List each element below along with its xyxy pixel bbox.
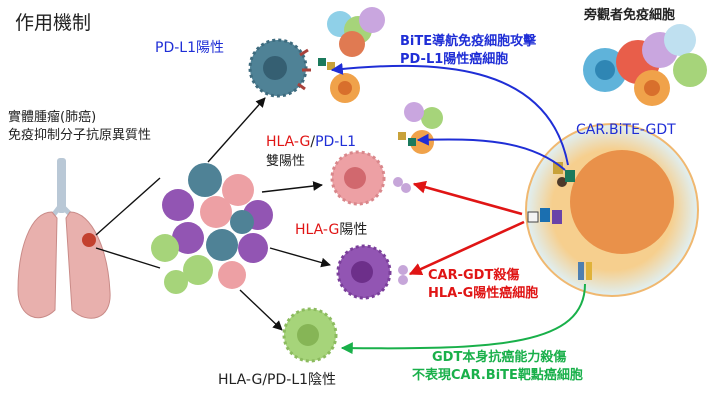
bite-immune-cells-icon — [318, 7, 385, 103]
hlag-positive-cell-icon — [336, 244, 408, 300]
double-negative-label: HLA-G/PD-L1陰性 — [218, 372, 337, 388]
page-title: 作用機制 — [15, 12, 92, 34]
gdt-arrow-negative — [340, 283, 586, 355]
pdl1-positive-label: PD-L1陽性 — [155, 40, 224, 56]
gdt-mechanism-line2: 不表現CAR.BiTE靶點癌細胞 — [412, 368, 583, 383]
arrow-to-negative-cell — [239, 289, 283, 331]
car-arrow-hlag — [408, 220, 525, 276]
dual-pdl1-text: PD-L1 — [315, 134, 357, 150]
car-bite-gdt-label: CAR.BiTE-GDT — [576, 122, 676, 138]
bite-mechanism-line1: BiTE導航免疫細胞攻擊 — [400, 34, 537, 49]
dual-hlag-text: HLA-G — [266, 134, 311, 150]
dual-positive-suffix: 雙陽性 — [266, 154, 306, 169]
hlag-text: HLA-G — [295, 222, 340, 238]
arrow-lung-to-mass-lower — [95, 247, 161, 269]
tumor-label-line1: 實體腫瘤(肺癌) — [8, 110, 97, 125]
car-bite-gdt-cell-icon — [525, 123, 699, 297]
dual-slash-text: / — [310, 134, 316, 150]
dual-positive-label: HLA-G/PD-L1 — [266, 134, 356, 151]
car-arrow-dual — [412, 180, 523, 216]
car-gdt-mechanism-line2: HLA-G陽性癌細胞 — [428, 286, 539, 301]
bystander-cells-icon — [583, 24, 707, 106]
tumor-dot-icon — [82, 233, 96, 247]
bystander-label: 旁觀者免疫細胞 — [584, 8, 676, 23]
arrow-lung-to-mass — [95, 177, 161, 236]
negative-cell-icon — [282, 307, 338, 363]
arrow-to-dual-cell — [261, 181, 323, 193]
bite-arrow-dual — [416, 133, 566, 171]
tumor-mass-icon — [151, 163, 273, 294]
hlag-positive-label: HLA-G陽性 — [295, 222, 367, 239]
arrow-to-pdl1-cell — [207, 97, 266, 163]
arrow-to-hlag-cell — [269, 247, 331, 268]
car-gdt-mechanism-line1: CAR-GDT殺傷 — [428, 268, 520, 283]
lungs-icon — [17, 158, 111, 319]
pdl1-positive-cell-icon — [248, 38, 311, 98]
tumor-label-line2: 免疫抑制分子抗原異質性 — [8, 128, 152, 143]
gdt-mechanism-line1: GDT本身抗癌能力殺傷 — [432, 350, 567, 365]
bite-mechanism-line2: PD-L1陽性癌細胞 — [400, 52, 509, 67]
hlag-positive-suffix: 陽性 — [339, 222, 368, 238]
bite-arrow-top — [330, 62, 569, 166]
